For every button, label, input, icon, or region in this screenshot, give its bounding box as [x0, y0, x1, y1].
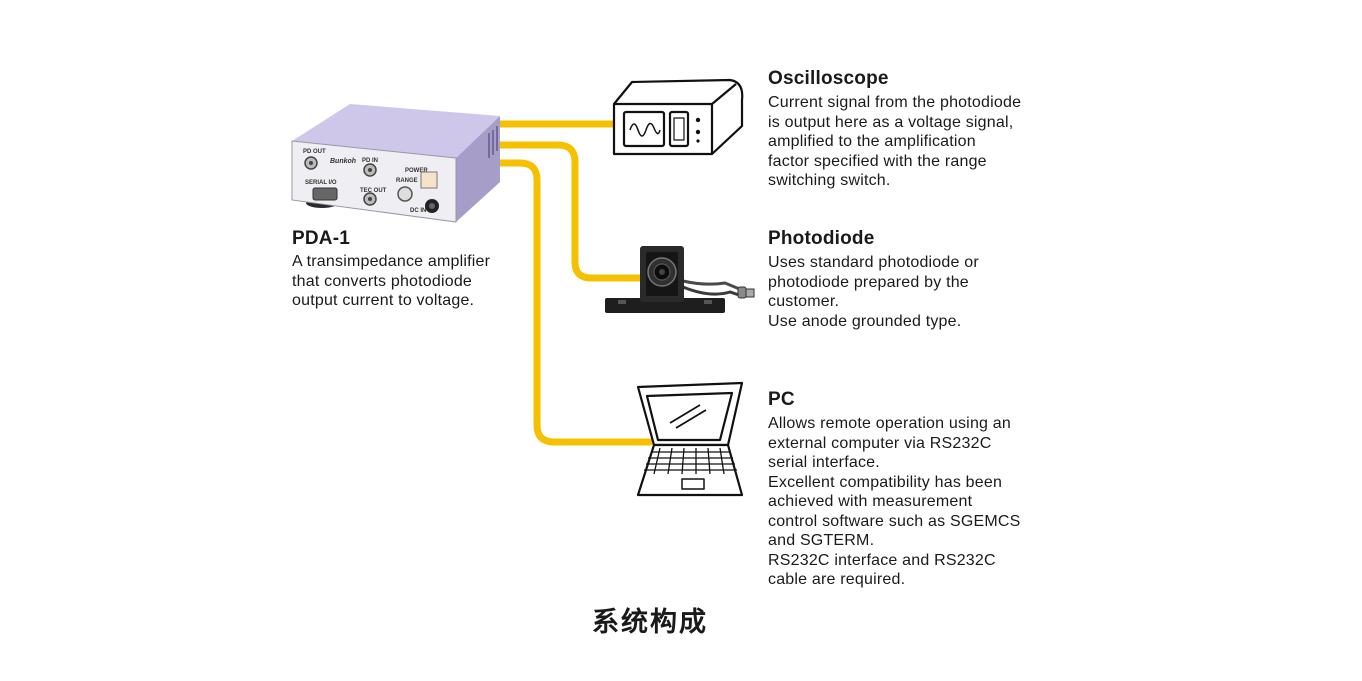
photodiode-label-block: Photodiode Uses standard photodiode or p… — [768, 228, 979, 331]
label-tec-out: TEC OUT — [360, 188, 387, 194]
figure-caption: 系统构成 — [592, 607, 708, 637]
pda-1-label-block: PDA-1 A transimpedance amplifier that co… — [292, 228, 490, 311]
cable-pc — [496, 159, 654, 446]
laptop-icon — [636, 381, 744, 497]
brand-logo: Bunkoh — [330, 158, 356, 165]
oscilloscope-icon — [612, 78, 744, 156]
photodiode-title: Photodiode — [768, 228, 875, 249]
label-pd-in: PD IN — [362, 158, 378, 164]
oscilloscope-label-block: Oscilloscope Current signal from the pho… — [768, 68, 1021, 191]
pc-description: Allows remote operation using an externa… — [768, 415, 1021, 588]
oscilloscope-title: Oscilloscope — [768, 68, 889, 89]
pc-title: PC — [768, 389, 795, 410]
photodiode-icon — [605, 246, 755, 313]
pda-1-description: A transimpedance amplifier that converts… — [292, 253, 491, 309]
label-pd-out: PD OUT — [303, 149, 326, 155]
pda-1-device-illustration: PD OUT PD IN POWER RANGE SERIAL I/O TEC … — [291, 104, 500, 223]
photodiode-description: Uses standard photodiode or photodiode p… — [768, 254, 979, 330]
label-dc-in: DC IN — [410, 208, 426, 214]
oscilloscope-description: Current signal from the photodiode is ou… — [768, 94, 1022, 189]
pda-1-title: PDA-1 — [292, 228, 351, 249]
cable-photodiode — [496, 141, 644, 282]
pc-label-block: PC Allows remote operation using an exte… — [768, 389, 1021, 590]
label-serial: SERIAL I/O — [305, 180, 337, 186]
label-power: POWER — [405, 168, 428, 174]
label-range: RANGE — [396, 178, 418, 184]
